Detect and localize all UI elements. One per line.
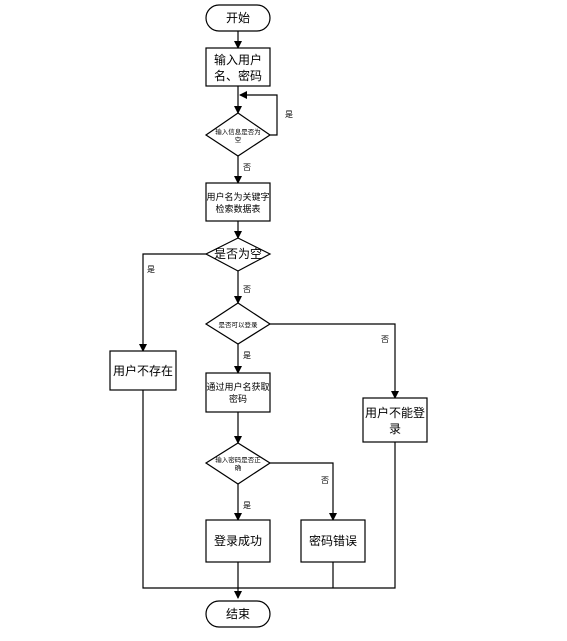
edge-isempty-yes [139, 253, 206, 352]
password-correct-decision: 输入密码是否正 确 [204, 442, 272, 485]
check-empty-label-line1: 输入信息是否为 [215, 127, 261, 136]
check-empty-label-line2: 空 [235, 135, 242, 144]
edge-label-login-success-yes: 是 [243, 501, 251, 510]
is-empty-label: 是否为空 [214, 247, 262, 261]
is-empty-decision: 是否为空 [204, 237, 272, 272]
password-correct-label-line2: 确 [235, 463, 242, 472]
end-node: 结束 [205, 600, 271, 628]
login-success-label: 登录成功 [214, 533, 262, 548]
start-node: 开始 [205, 4, 271, 32]
edge-label-check-no: 否 [243, 163, 251, 172]
edge-label-empty-no: 否 [243, 285, 251, 294]
user-not-exist-label: 用户不存在 [113, 363, 173, 378]
get-password-node: 通过用户名获取 密码 [205, 372, 271, 413]
get-password-label-line1: 通过用户名获取 [206, 381, 269, 393]
start-label: 开始 [226, 11, 250, 25]
password-error-node: 密码错误 [300, 519, 366, 563]
input-credentials-node: 输入用户 名、密码 [205, 47, 271, 87]
edge-notexist-to-merge [142, 390, 238, 589]
edge-label-can-login-yes: 是 [243, 351, 251, 360]
can-login-decision: 是否可以登录 [204, 302, 272, 345]
edge-label-password-error-no: 否 [321, 476, 329, 485]
user-not-exist-node: 用户不存在 [109, 350, 177, 391]
search-label-line2: 检索数据表 [215, 203, 260, 215]
get-password-label-line2: 密码 [229, 393, 247, 405]
search-table-node: 用户名为关键字 检索数据表 [205, 182, 271, 222]
edge-loop-yes [239, 91, 278, 136]
edge-correct-no [270, 462, 337, 521]
end-label: 结束 [226, 607, 250, 621]
edge-label-cannot-login-no: 否 [381, 335, 389, 344]
input-label-line1: 输入用户 [214, 52, 262, 67]
can-login-label: 是否可以登录 [219, 320, 259, 329]
search-label-line1: 用户名为关键字 [206, 191, 269, 203]
edge-label-loop-yes: 是 [285, 110, 293, 119]
cannot-login-label-line1: 用户不能登 [365, 405, 425, 420]
edge-canlogin-no [270, 323, 399, 399]
cannot-login-label-line2: 录 [389, 422, 401, 436]
password-correct-label-line1: 输入密码是否正 [215, 455, 261, 464]
login-success-node: 登录成功 [205, 519, 271, 563]
edge-label-user-not-exist-yes: 是 [147, 265, 155, 274]
edge-cannotlogin-to-merge [238, 442, 396, 589]
check-empty-decision: 输入信息是否为 空 [204, 112, 272, 157]
input-label-line2: 名、密码 [214, 68, 262, 83]
password-error-label: 密码错误 [309, 533, 357, 548]
cannot-login-node: 用户不能登 录 [362, 397, 428, 443]
